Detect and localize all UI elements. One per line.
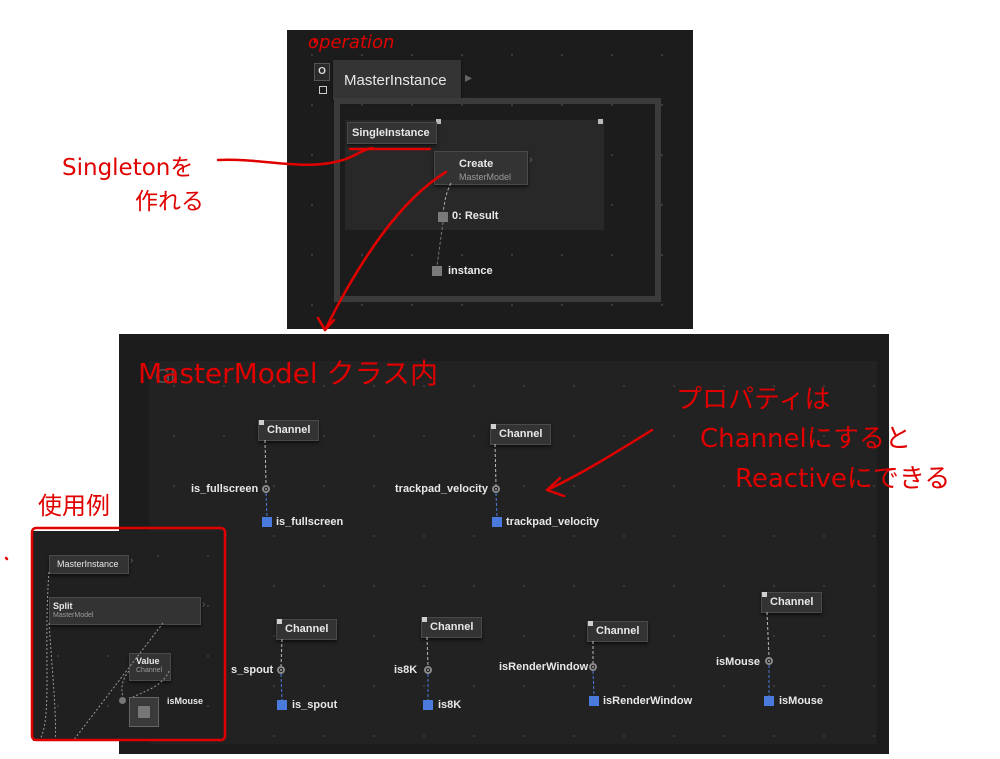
corner-pin	[436, 119, 441, 124]
annotation-operation: operation	[308, 32, 395, 53]
channel-title: Channel	[499, 428, 543, 440]
output-label: is8K	[438, 699, 462, 711]
example-master-label: MasterInstance	[57, 559, 119, 569]
output-port[interactable]	[423, 700, 433, 710]
ghost-title: Gl	[155, 366, 175, 388]
example-connections	[38, 571, 170, 741]
property-port[interactable]	[262, 485, 270, 493]
channel-title: Channel	[770, 596, 814, 608]
output-port[interactable]	[764, 696, 774, 706]
instance-port[interactable]	[432, 266, 442, 276]
channel-title: Channel	[285, 623, 329, 635]
channel-node[interactable]: Channel	[490, 424, 551, 445]
channel-node[interactable]: Channel	[276, 619, 337, 640]
channel-connections	[264, 439, 770, 701]
chevron-right-icon[interactable]: ▸	[465, 69, 473, 85]
result-port[interactable]	[438, 212, 448, 222]
example-value-subtitle: Channel	[136, 667, 163, 674]
create-node[interactable]: Create MasterModel	[434, 151, 528, 185]
example-split-node[interactable]: Split MasterModel	[49, 597, 201, 625]
chevron-right-icon[interactable]: ›	[529, 154, 533, 166]
result-label: 0: Result	[452, 210, 499, 222]
channel-node[interactable]: Channel	[421, 617, 482, 638]
example-output-port[interactable]	[129, 697, 159, 727]
output-port[interactable]	[589, 696, 599, 706]
output-port[interactable]	[277, 700, 287, 710]
example-split-subtitle: MasterModel	[53, 612, 94, 619]
example-split-label: Split	[53, 601, 73, 611]
output-label: is_fullscreen	[276, 516, 344, 528]
usage-example-panel: MasterInstance › Split MasterModel › Val…	[33, 531, 225, 741]
channel-title: Channel	[430, 621, 474, 633]
top-connections	[436, 182, 452, 267]
channel-title: Channel	[267, 424, 311, 436]
property-label: isMouse	[716, 656, 761, 668]
example-output-label: isMouse	[167, 696, 204, 706]
instance-label: instance	[448, 265, 493, 277]
property-port[interactable]	[424, 666, 432, 674]
channel-node[interactable]: Channel	[587, 621, 648, 642]
channel-node[interactable]: Channel	[258, 420, 319, 441]
single-instance-label: SingleInstance	[352, 127, 430, 139]
annotation-example: 使用例	[38, 492, 110, 520]
output-label: is_spout	[292, 699, 338, 711]
annotation-prop-1: プロパティは	[676, 385, 831, 415]
master-model-panel: Gl Channel is_fullscreen is_fullscreen C…	[119, 334, 889, 754]
single-instance-node[interactable]: SingleInstance	[347, 122, 437, 144]
create-title: Create	[459, 158, 494, 170]
operation-toggle[interactable]: O	[314, 63, 330, 81]
master-instance-panel: O MasterInstance ▸ SingleInstance Create…	[287, 30, 693, 329]
property-label: is_fullscreen	[191, 483, 259, 495]
chevron-right-icon[interactable]: ›	[130, 555, 134, 566]
output-label: isRenderWindow	[603, 695, 693, 707]
output-port[interactable]	[492, 517, 502, 527]
output-label: trackpad_velocity	[506, 516, 599, 528]
output-label: isMouse	[779, 695, 824, 707]
annotation-prop-3: Reactiveにできる	[735, 464, 951, 494]
output-port[interactable]	[262, 517, 272, 527]
property-label: s_spout	[231, 664, 274, 676]
example-value-node[interactable]: Value Channel	[129, 653, 171, 681]
channel-title: Channel	[596, 625, 640, 637]
annotation-prop-2: Channelにすると	[700, 424, 912, 454]
create-subtitle: MasterModel	[459, 172, 512, 182]
corner-pin	[598, 119, 603, 124]
property-port[interactable]	[765, 657, 773, 665]
chevron-right-icon[interactable]: ›	[202, 599, 206, 610]
example-value-label: Value	[136, 656, 160, 666]
master-instance-title: MasterInstance	[344, 72, 447, 89]
property-label: is8K	[394, 664, 418, 676]
master-instance-node[interactable]: MasterInstance	[333, 60, 461, 100]
annotation-singleton-1: Singletonを	[62, 155, 194, 181]
annotation-singleton-2: 作れる	[135, 189, 204, 215]
property-label: isRenderWindow	[499, 661, 589, 673]
property-port[interactable]	[492, 485, 500, 493]
property-port[interactable]	[277, 666, 285, 674]
property-label: trackpad_velocity	[395, 483, 488, 495]
subgraph-frame	[334, 98, 661, 302]
example-master-instance-node[interactable]: MasterInstance	[49, 555, 129, 574]
operation-checkbox[interactable]	[319, 86, 327, 94]
example-dot[interactable]	[119, 697, 126, 704]
annotation-class-in: MasterModel クラス内	[138, 357, 439, 390]
property-port[interactable]	[589, 663, 597, 671]
channel-node[interactable]: Channel	[761, 592, 822, 613]
